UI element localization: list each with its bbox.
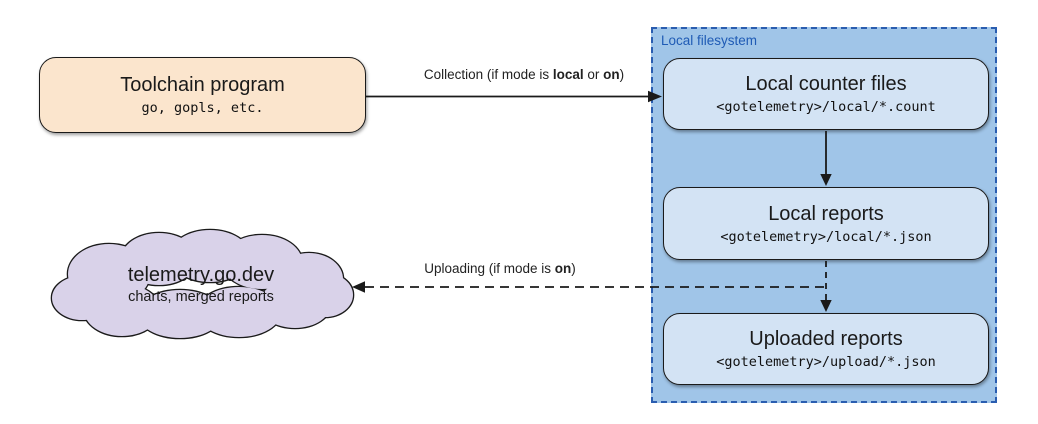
telemetry-go-dev-node: telemetry.go.dev charts, merged reports [45,226,357,342]
uploading-label-bold-on: on [554,261,572,276]
toolchain-program-title: Toolchain program [120,74,285,96]
uploaded-reports-path: <gotelemetry>/upload/*.json [716,354,936,370]
local-reports-title: Local reports [768,202,884,225]
cloud-subtitle: charts, merged reports [128,288,274,305]
toolchain-program-node: Toolchain program go, gopls, etc. [39,57,366,133]
local-counter-files-node: Local counter files <gotelemetry>/local/… [663,58,989,130]
collection-label-post: ) [619,67,625,82]
collection-label-mid: or [583,67,604,82]
cloud-title: telemetry.go.dev [127,263,275,286]
uploaded-reports-title: Uploaded reports [749,328,903,350]
uploaded-reports-node: Uploaded reports <gotelemetry>/upload/*.… [663,313,989,385]
uploading-label-post: ) [571,261,576,276]
collection-label-text: Collection (if mode is [423,67,553,82]
uploading-arrow-label: Uploading (if mode is on) [424,261,576,276]
local-filesystem-label: Local filesystem [661,33,758,48]
collection-label-bold-on: on [603,67,620,82]
collection-arrow [366,90,662,103]
local-reports-node: Local reports <gotelemetry>/local/*.json [663,187,989,260]
uploading-label-text: Uploading (if mode is [424,261,555,276]
local-reports-path: <gotelemetry>/local/*.json [720,228,932,245]
local-counter-files-title: Local counter files [745,73,907,95]
collection-arrow-label: Collection (if mode is local or on) [424,67,624,82]
toolchain-program-subtitle: go, gopls, etc. [141,100,264,116]
local-counter-files-path: <gotelemetry>/local/*.count [716,99,936,115]
collection-label-bold-local: local [552,67,584,82]
